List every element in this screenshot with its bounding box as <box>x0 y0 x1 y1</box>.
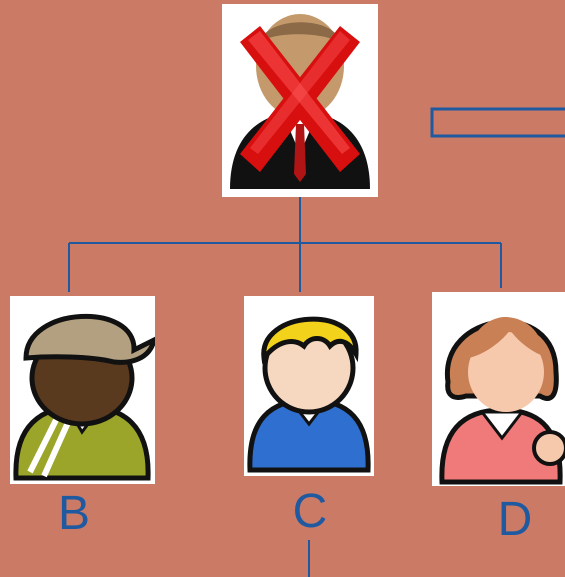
child-label-b: B <box>57 487 90 540</box>
person-blond-icon <box>247 316 371 473</box>
child-label-c: C <box>292 485 328 538</box>
person-cap-icon <box>13 313 155 481</box>
person-woman-icon <box>439 317 565 485</box>
child-node-card-b <box>10 296 155 484</box>
child-label-d: D <box>497 493 533 546</box>
child-node-card-d <box>432 292 565 486</box>
person-crossed-out-icon <box>230 14 370 189</box>
child-node-card-c <box>244 296 374 476</box>
top-node-card <box>222 4 378 197</box>
side-bracket-box <box>430 107 565 138</box>
